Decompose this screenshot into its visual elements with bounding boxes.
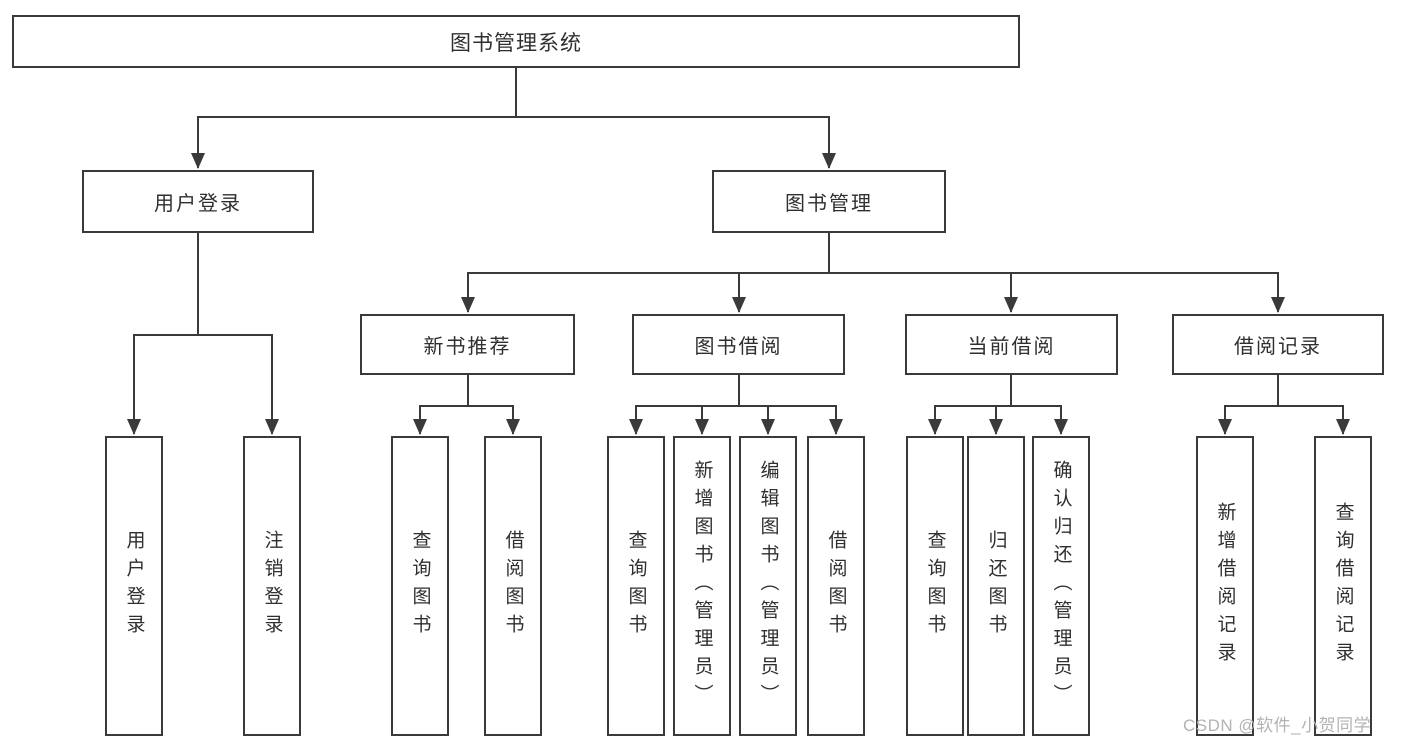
leaf-query-books-recommend: 查询图书 — [391, 436, 449, 736]
node-user-login: 用户登录 — [82, 170, 314, 233]
leaf-query-books-borrowing: 查询图书 — [607, 436, 665, 736]
node-borrowing-records: 借阅记录 — [1172, 314, 1384, 375]
leaf-borrow-books-label: 借阅图书 — [825, 530, 847, 642]
leaf-borrow-books-recommend-label: 借阅图书 — [502, 530, 524, 642]
node-book-management: 图书管理 — [712, 170, 946, 233]
leaf-user-login: 用户登录 — [105, 436, 163, 736]
node-book-borrowing: 图书借阅 — [632, 314, 845, 375]
leaf-query-borrow-record: 查询借阅记录 — [1314, 436, 1372, 736]
leaf-query-books-current: 查询图书 — [906, 436, 964, 736]
leaf-logout-login: 注销登录 — [243, 436, 301, 736]
leaf-add-books-admin-label: 新增图书（管理员） — [691, 460, 713, 712]
leaf-user-login-label: 用户登录 — [123, 530, 145, 642]
leaf-query-books-recommend-label: 查询图书 — [409, 530, 431, 642]
leaf-query-books-current-label: 查询图书 — [924, 530, 946, 642]
leaf-borrow-books-recommend: 借阅图书 — [484, 436, 542, 736]
leaf-return-books: 归还图书 — [967, 436, 1025, 736]
leaf-edit-books-admin-label: 编辑图书（管理员） — [757, 460, 779, 712]
leaf-query-borrow-record-label: 查询借阅记录 — [1332, 502, 1354, 670]
leaf-logout-login-label: 注销登录 — [261, 530, 283, 642]
leaf-add-books-admin: 新增图书（管理员） — [673, 436, 731, 736]
leaf-confirm-return-admin-label: 确认归还（管理员） — [1050, 460, 1072, 712]
node-library-system: 图书管理系统 — [12, 15, 1020, 68]
leaf-add-borrow-record-label: 新增借阅记录 — [1214, 502, 1236, 670]
leaf-edit-books-admin: 编辑图书（管理员） — [739, 436, 797, 736]
leaf-confirm-return-admin: 确认归还（管理员） — [1032, 436, 1090, 736]
watermark-csdn: CSDN @软件_小贺同学 — [1183, 716, 1372, 735]
node-new-book-recommend: 新书推荐 — [360, 314, 575, 375]
node-current-borrowing: 当前借阅 — [905, 314, 1118, 375]
leaf-add-borrow-record: 新增借阅记录 — [1196, 436, 1254, 736]
leaf-query-books-borrowing-label: 查询图书 — [625, 530, 647, 642]
leaf-borrow-books: 借阅图书 — [807, 436, 865, 736]
leaf-return-books-label: 归还图书 — [985, 530, 1007, 642]
